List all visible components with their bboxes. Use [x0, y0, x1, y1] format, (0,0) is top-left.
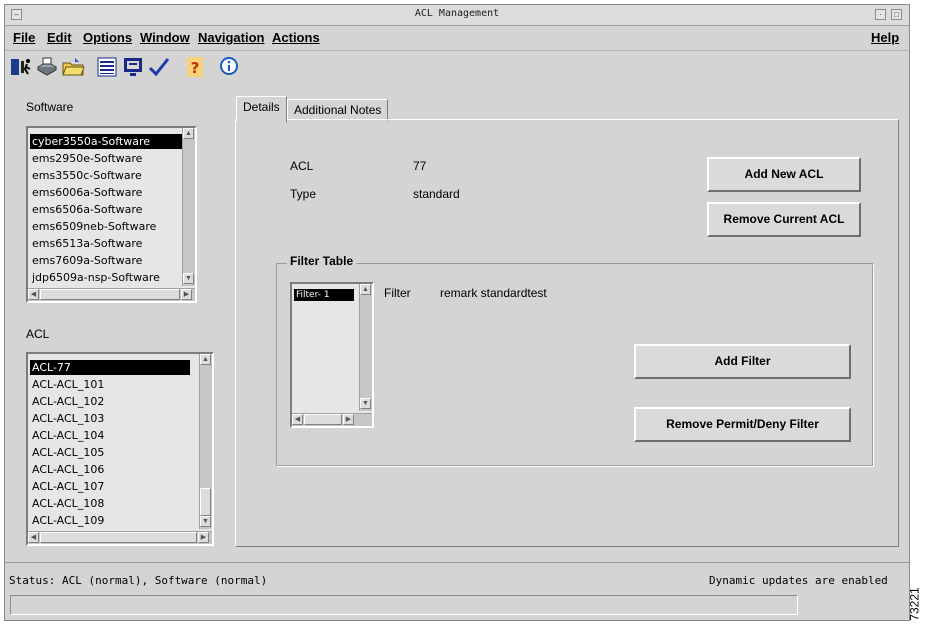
acl-list-item[interactable]: ACL-ACL_105: [32, 446, 105, 459]
acl-list-item[interactable]: ACL-77: [30, 360, 190, 375]
scroll-up-icon[interactable]: ▲: [183, 128, 194, 139]
scroll-left-icon[interactable]: ◀: [28, 289, 39, 300]
status-divider: [5, 562, 909, 563]
acl-list-item[interactable]: ACL-ACL_103: [32, 412, 105, 425]
software-vscroll[interactable]: ▲ ▼: [182, 128, 195, 286]
software-hscroll[interactable]: ◀ ▶: [28, 288, 195, 301]
filter-list[interactable]: Filter- 1 ▲ ▼ ◀ ▶: [290, 282, 374, 428]
toolbar: ?: [5, 51, 909, 85]
svg-text:?: ?: [191, 59, 200, 77]
open-folder-icon[interactable]: [61, 55, 85, 79]
filter-hscroll[interactable]: ◀ ▶: [292, 413, 372, 426]
software-list-item[interactable]: ems7609a-Software: [32, 254, 143, 267]
printer-icon[interactable]: [35, 55, 59, 79]
scroll-left-icon[interactable]: ◀: [292, 414, 303, 425]
acl-list-item[interactable]: ACL-ACL_104: [32, 429, 105, 442]
filter-value: remark standardtest: [440, 286, 547, 300]
scroll-up-icon[interactable]: ▲: [360, 284, 371, 295]
help-icon[interactable]: ?: [183, 55, 207, 79]
software-list-item[interactable]: ems6513a-Software: [32, 237, 143, 250]
menu-navigation[interactable]: Navigation: [198, 30, 265, 45]
filter-list-item[interactable]: Filter- 1: [294, 289, 354, 301]
scroll-down-icon[interactable]: ▼: [200, 516, 211, 527]
menu-file[interactable]: File: [13, 30, 36, 45]
filter-table-group: Filter Table Filter- 1 ▲ ▼ ◀ ▶ Filter re…: [276, 254, 874, 467]
tab-details[interactable]: Details: [236, 96, 287, 122]
software-label: Software: [26, 100, 74, 114]
acl-list-item[interactable]: ACL-ACL_109: [32, 514, 105, 527]
acl-field-label: ACL: [290, 159, 314, 173]
figure-id: 73221: [907, 585, 930, 625]
filter-label: Filter: [384, 286, 411, 300]
software-list-item[interactable]: ems6509neb-Software: [32, 220, 157, 233]
scroll-thumb[interactable]: [304, 414, 342, 425]
info-icon[interactable]: [217, 55, 241, 79]
window-title: ACL Management: [414, 8, 500, 19]
software-list-item[interactable]: ems6506a-Software: [32, 203, 143, 216]
software-list-item[interactable]: cyber3550a-Software: [30, 134, 190, 149]
add-filter-button[interactable]: Add Filter: [634, 344, 851, 379]
dynamic-updates-text: Dynamic updates are enabled: [709, 574, 888, 587]
scroll-right-icon[interactable]: ▶: [181, 289, 192, 300]
minimize-icon[interactable]: ·: [875, 9, 886, 20]
details-panel: ACL 77 Type standard Add New ACL Remove …: [235, 119, 899, 547]
menu-options[interactable]: Options: [83, 30, 133, 45]
acl-list-item[interactable]: ACL-ACL_102: [32, 395, 105, 408]
scroll-thumb[interactable]: [40, 289, 180, 300]
acl-list-item[interactable]: ACL-ACL_106: [32, 463, 105, 476]
acl-field-value: 77: [413, 159, 427, 173]
menu-actions[interactable]: Actions: [272, 30, 320, 45]
filter-vscroll[interactable]: ▲ ▼: [359, 284, 372, 411]
software-list-item[interactable]: jdp6509a-nsp-Software: [32, 271, 160, 284]
acl-list-item[interactable]: ACL-ACL_101: [32, 378, 105, 391]
acl-vscroll[interactable]: ▲ ▼: [199, 354, 212, 529]
menu-window[interactable]: Window: [140, 30, 190, 45]
exit-icon[interactable]: [9, 55, 33, 79]
filter-table-title: Filter Table: [287, 254, 357, 268]
window-menu-icon[interactable]: –: [11, 9, 22, 20]
software-list[interactable]: cyber3550a-Software ems2950e-Software ems3…: [26, 126, 197, 303]
list-icon[interactable]: [95, 55, 119, 79]
remove-permit-deny-filter-button[interactable]: Remove Permit/Deny Filter: [634, 407, 851, 442]
scroll-thumb[interactable]: [40, 532, 197, 543]
menu-bar: File Edit Options Window Navigation Acti…: [5, 26, 909, 51]
acl-list-item[interactable]: ACL-ACL_107: [32, 480, 105, 493]
add-new-acl-button[interactable]: Add New ACL: [707, 157, 861, 192]
software-list-item[interactable]: ems2950e-Software: [32, 152, 143, 165]
scroll-down-icon[interactable]: ▼: [183, 273, 194, 284]
checkmark-icon[interactable]: [147, 55, 171, 79]
scroll-right-icon[interactable]: ▶: [343, 414, 354, 425]
menu-edit[interactable]: Edit: [47, 30, 72, 45]
monitor-icon[interactable]: [121, 55, 145, 79]
status-text: Status: ACL (normal), Software (normal): [9, 574, 268, 587]
status-message-field: [10, 595, 798, 615]
type-field-label: Type: [290, 187, 317, 201]
maximize-icon[interactable]: □: [891, 9, 902, 20]
tab-additional-notes[interactable]: Additional Notes: [287, 99, 389, 121]
menu-help[interactable]: Help: [871, 30, 900, 45]
acl-list-item[interactable]: ACL-ACL_108: [32, 497, 105, 510]
software-list-item[interactable]: ems6006a-Software: [32, 186, 143, 199]
scroll-left-icon[interactable]: ◀: [28, 532, 39, 543]
scroll-thumb[interactable]: [200, 488, 211, 516]
type-field-value: standard: [413, 187, 460, 201]
scroll-down-icon[interactable]: ▼: [360, 398, 371, 409]
title-bar: – ACL Management · □: [5, 5, 909, 26]
acl-management-window: – ACL Management · □ File Edit Options W…: [4, 4, 910, 621]
acl-hscroll[interactable]: ◀ ▶: [28, 531, 212, 544]
remove-current-acl-button[interactable]: Remove Current ACL: [707, 202, 861, 237]
scroll-right-icon[interactable]: ▶: [198, 532, 209, 543]
software-list-item[interactable]: ems3550c-Software: [32, 169, 142, 182]
scroll-up-icon[interactable]: ▲: [200, 354, 211, 365]
figure-id-text: 73221: [907, 587, 922, 621]
acl-list-label: ACL: [26, 327, 50, 341]
